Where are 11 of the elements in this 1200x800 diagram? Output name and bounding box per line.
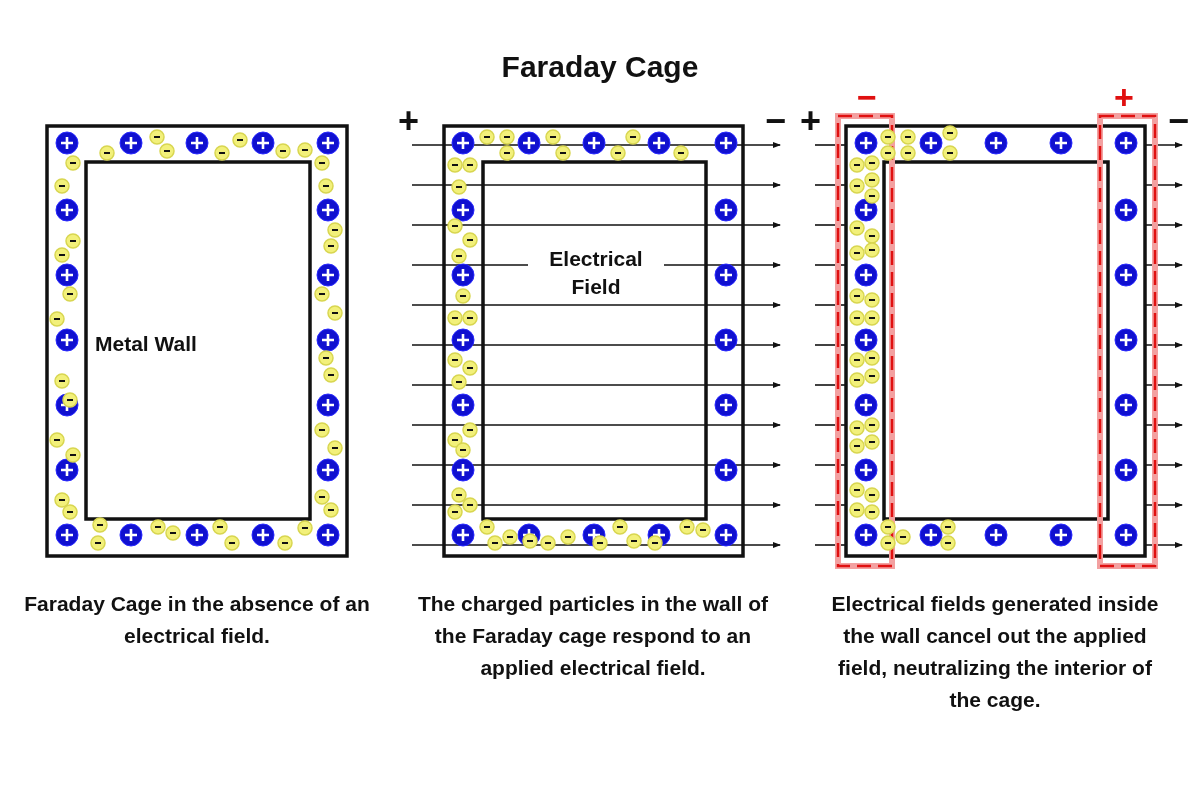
panel-caption: The charged particles in the wall of the Faraday cage respond to an applied electrical field.	[416, 591, 770, 681]
charge-sign: +	[398, 103, 420, 139]
charge-sign: −	[1168, 103, 1190, 139]
part-label: Metal Wall	[95, 333, 197, 354]
charge-sign: +	[800, 103, 822, 139]
diagram-title: Faraday Cage	[500, 52, 700, 82]
charge-sign: +	[1114, 80, 1134, 114]
charge-sign: −	[857, 80, 877, 114]
panel-caption: Faraday Cage in the absence of an electrical field.	[23, 591, 371, 649]
charge-sign: −	[765, 103, 787, 139]
panel-caption: Electrical fields generated inside the wall cancel out the applied field, neutralizing the interior of the cage.	[830, 591, 1160, 713]
